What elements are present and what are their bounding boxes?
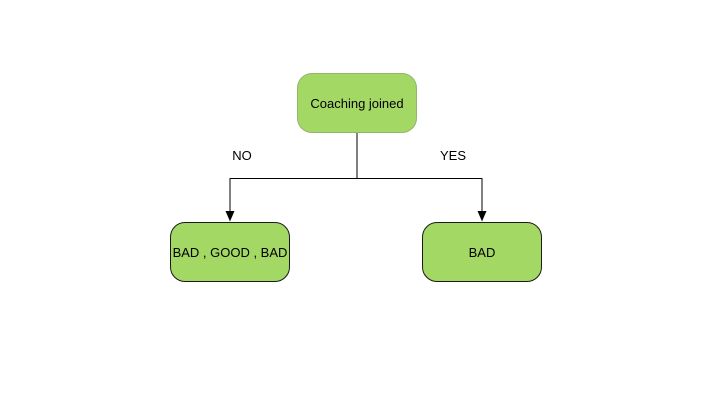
- root-node-coaching-joined: Coaching joined: [297, 73, 417, 133]
- no-arrowhead-icon: [225, 211, 235, 222]
- leaf-node-yes-outcome: BAD: [422, 222, 542, 282]
- leaf-node-no-outcome: BAD , GOOD , BAD: [170, 222, 290, 282]
- edge-label-yes: YES: [439, 148, 466, 163]
- edge-label-no: NO: [232, 148, 252, 163]
- yes-arrowhead-icon: [477, 211, 487, 222]
- leaf-node-yes-label: BAD: [468, 244, 496, 260]
- root-node-label: Coaching joined: [310, 95, 404, 111]
- leaf-node-no-label: BAD , GOOD , BAD: [172, 244, 288, 260]
